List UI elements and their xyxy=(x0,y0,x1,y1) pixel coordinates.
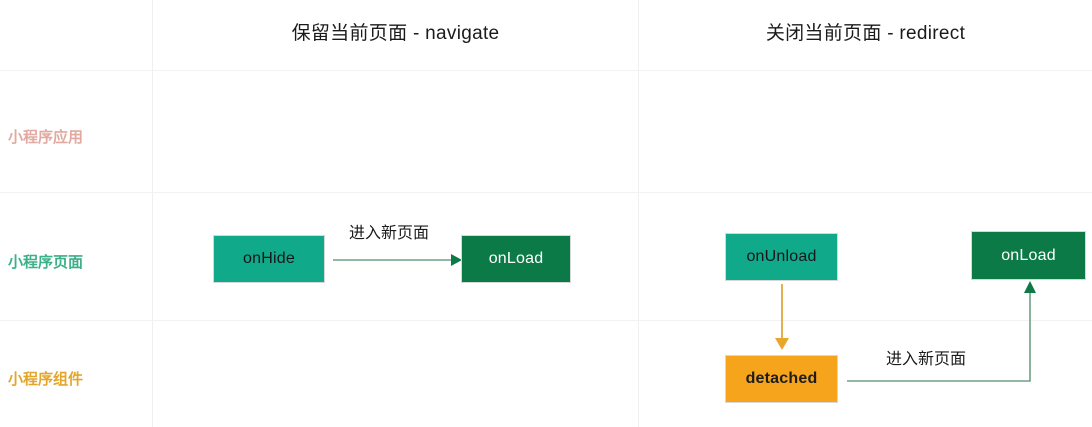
node-onload-redirect[interactable]: onLoad xyxy=(971,231,1086,280)
edge-label-navigate-enter-new-page: 进入新页面 xyxy=(349,225,430,242)
arrow-redirect-onunload-to-detached xyxy=(775,284,789,350)
grid-vline-label-column xyxy=(152,0,153,427)
row-label-miniprogram-component: 小程序组件 xyxy=(8,371,84,388)
grid-hline-row-1 xyxy=(0,192,1092,193)
node-onload-navigate[interactable]: onLoad xyxy=(461,235,571,283)
grid-hline-row-2 xyxy=(0,320,1092,321)
grid-hline-header xyxy=(0,70,1092,71)
grid-vline-column-divider xyxy=(638,0,639,427)
edge-label-redirect-enter-new-page: 进入新页面 xyxy=(886,351,967,368)
row-label-miniprogram-app: 小程序应用 xyxy=(8,129,84,146)
row-label-miniprogram-page: 小程序页面 xyxy=(8,254,84,271)
column-header-redirect: 关闭当前页面 - redirect xyxy=(765,23,966,44)
node-detached[interactable]: detached xyxy=(725,355,838,403)
arrow-navigate-onhide-to-onload xyxy=(333,254,462,266)
node-onhide[interactable]: onHide xyxy=(213,235,325,283)
node-onunload[interactable]: onUnload xyxy=(725,233,838,281)
column-header-navigate: 保留当前页面 - navigate xyxy=(291,23,500,44)
